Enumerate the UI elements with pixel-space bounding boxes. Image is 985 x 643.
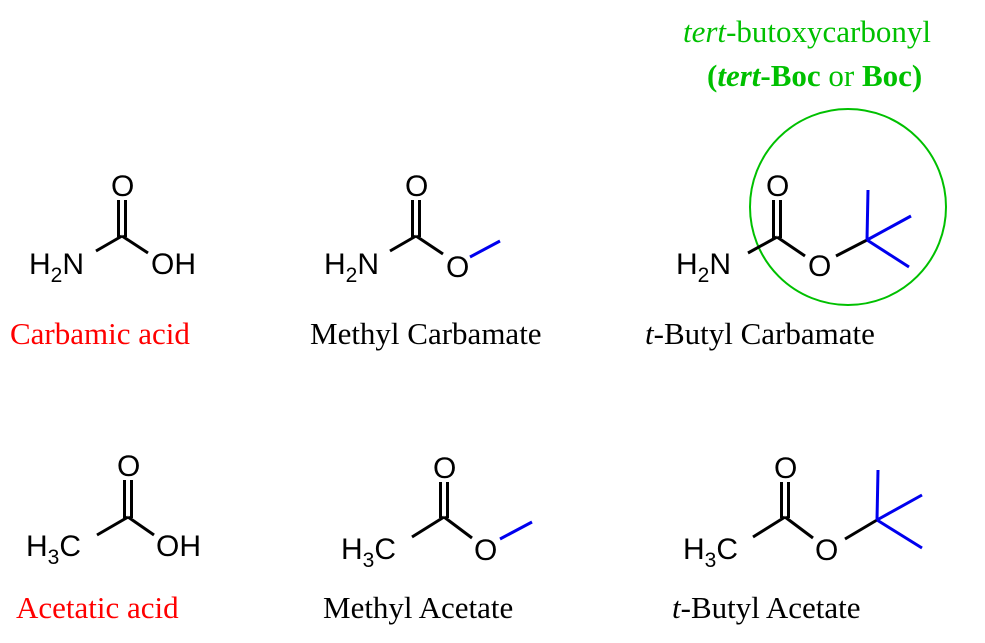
label-acetic-acid: Acetatic acid [16, 590, 179, 625]
acetic-acid-structure: H3C O OH [26, 450, 201, 569]
svg-text:O: O [446, 251, 469, 284]
svg-text:H2N: H2N [324, 248, 379, 287]
svg-text:OH: OH [156, 530, 201, 563]
label-methyl-acetate: Methyl Acetate [323, 590, 513, 625]
atom-o: O [111, 170, 134, 203]
svg-text:O: O [766, 170, 789, 203]
svg-text:O: O [117, 450, 140, 483]
svg-text:H3C: H3C [683, 533, 738, 572]
svg-text:H2N: H2N [676, 248, 731, 287]
svg-text:O: O [474, 534, 497, 567]
t-butyl-acetate-structure: H3C O O [683, 452, 923, 572]
methyl-acetate-structure: H3C O O [341, 452, 533, 572]
svg-text:H3C: H3C [26, 530, 81, 569]
boc-highlight-circle [749, 108, 947, 306]
svg-text:O: O [815, 534, 838, 567]
methyl-carbamate-structure: H2N O O [324, 170, 501, 287]
svg-text:O: O [808, 250, 831, 283]
label-methyl-carbamate: Methyl Carbamate [310, 316, 542, 351]
svg-text:O: O [405, 170, 428, 203]
svg-text:H3C: H3C [341, 533, 396, 572]
atom-oh: OH [151, 248, 196, 281]
label-t-butyl-acetate: t-Butyl Acetate [672, 590, 861, 625]
t-butyl-carbamate-structure: H2N O O [676, 170, 912, 287]
label-carbamic-acid: Carbamic acid [10, 316, 190, 351]
boc-title: tert-butoxycarbonyl [683, 14, 931, 49]
carbamic-acid-structure: H2N O OH [29, 170, 196, 287]
atom-h2n: H2N [29, 248, 84, 287]
boc-abbreviation: (tert-Boc or Boc) [707, 58, 922, 93]
svg-text:O: O [774, 452, 797, 485]
label-t-butyl-carbamate: t-Butyl Carbamate [645, 316, 875, 351]
svg-text:O: O [433, 452, 456, 485]
